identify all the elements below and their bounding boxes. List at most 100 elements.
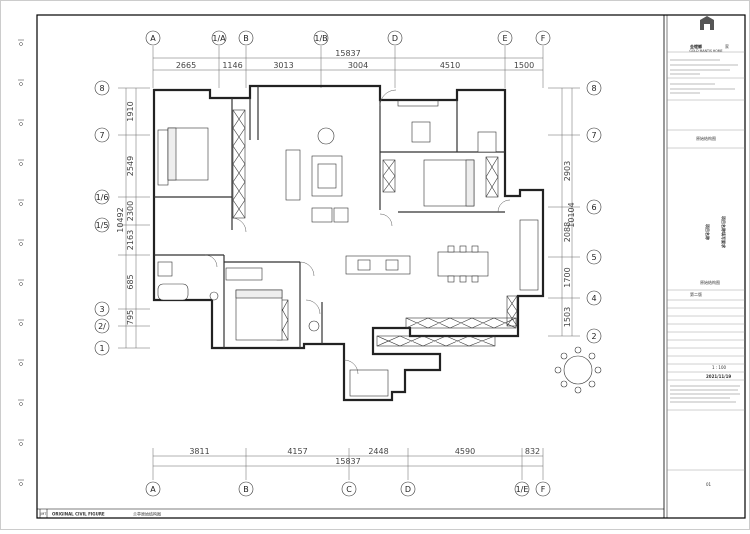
right-dim-text: 1700 [563,267,572,287]
project-name: 项目名称 [705,224,711,240]
bottom-axis-label: D [405,485,411,494]
left-dim-text: 2300 [126,201,135,221]
revision: 第二版 [690,291,702,297]
left-axis-label: 1/6 [96,193,109,202]
left-axis-bubble [94,340,110,356]
bed-small-room [235,289,283,341]
left-axis-label: 8 [99,84,104,93]
bottom-axis-label: A [150,485,156,494]
bottom-axis-label: F [541,485,546,494]
dining-table [437,251,489,277]
left-axis-label: 7 [99,131,104,140]
top-axis-bubble [535,30,551,46]
left-axis-label: 3 [99,305,104,314]
bottom-axis-bubble [514,481,530,497]
right-axis-label: 4 [591,294,596,303]
title-block-placeholder-text [670,59,740,403]
drawing-title-small: 原始结构图 [696,135,716,141]
brand-logo-icon [700,16,714,30]
left-axis-label: 1/5 [96,221,109,230]
kitchen-counter [345,255,411,275]
project-name-sub: 项目名称填写要求 [721,216,727,249]
right-axis-label: 2 [591,332,596,341]
scale-text: 1 : 100 [712,365,727,370]
left-axis-bubble [94,80,110,96]
side-counter [519,219,539,291]
left-dim-text: 1910 [126,101,135,121]
bottom-axis-bubble [341,481,357,497]
bottom-total-dim-text: 15837 [335,457,360,466]
round-table [563,355,593,385]
left-axis-label: 1 [99,344,104,353]
bottom-axis-bubble [145,481,161,497]
top-axis-label: 1/B [314,34,327,43]
title-block-frame [667,51,745,471]
top-axis-bubble [387,30,403,46]
top-axis-bubble [238,30,254,46]
left-dim-text: 2549 [126,156,135,176]
drawing-border [36,14,746,519]
door-swings [204,89,511,375]
top-total-dim-text: 15837 [335,49,360,58]
right-total-dim-text: 10104 [567,202,576,227]
binding-marks [18,39,24,486]
right-axis-bubble [586,290,602,306]
armchair [317,127,335,145]
bottom-dim-text: 4157 [287,447,307,456]
bottom-axis-label: C [346,485,352,494]
left-axis-bubble [94,189,110,205]
brand-name: 金螳螂 [689,43,702,49]
top-dim-text: 1500 [514,61,534,70]
bottom-axis-label: 1/E [516,485,529,494]
drawing-title: 原始结构图 [700,279,720,285]
right-axis-bubble [586,199,602,215]
top-dim-text: 3004 [348,61,368,70]
bottom-dim-text: 4590 [455,447,475,456]
left-total-dim-text: 10492 [116,207,125,232]
right-axis-bubble [586,80,602,96]
left-dim-text: 795 [126,310,135,325]
bottom-axis-label: B [243,485,249,494]
top-axis-label: E [502,34,507,43]
sheet-number: 01 [706,482,712,487]
left-dim-text: 2163 [126,230,135,250]
top-axis-bubble [313,30,329,46]
top-axis-bubble [211,30,227,46]
right-axis-label: 6 [591,203,596,212]
footer-title: ORIGINAL CIVIL FIGURE [52,512,105,517]
left-dim-text: 685 [126,274,135,289]
left-axis-label: 2/ [98,322,106,331]
bottom-dim-text: 832 [525,447,540,456]
left-axis-bubble [94,318,110,334]
right-dim-text: 2903 [563,161,572,181]
left-axis-bubble [94,127,110,143]
top-axis-label: 1/A [212,34,226,43]
right-axis-label: 5 [591,253,596,262]
right-axis-bubble [586,127,602,143]
top-axis-label: B [243,34,249,43]
date-text: 2021/11/19 [706,374,731,379]
top-axis-label: F [541,34,546,43]
top-dim-text: 3013 [273,61,293,70]
right-axis-label: 8 [591,84,596,93]
furniture [157,121,602,397]
bottom-axis-bubble [238,481,254,497]
left-axis-bubble [94,301,110,317]
dimension-lines [118,46,580,480]
bottom-axis-bubble [535,481,551,497]
right-dim-text: 1503 [563,307,572,327]
bottom-dim-text: 2448 [368,447,388,456]
wardrobes [157,99,518,347]
footer-title-cn: 兰亭原始结构图 [133,511,161,517]
right-dim-text: 2088 [563,222,572,242]
bottom-axis-bubble [400,481,416,497]
top-axis-label: D [392,34,398,43]
top-axis-bubble [497,30,513,46]
top-dim-text: 1146 [222,61,242,70]
top-dim-text: 4510 [440,61,460,70]
left-axis-bubble [94,217,110,233]
brand-suffix: 家 [725,43,729,49]
bathtub [157,283,189,301]
